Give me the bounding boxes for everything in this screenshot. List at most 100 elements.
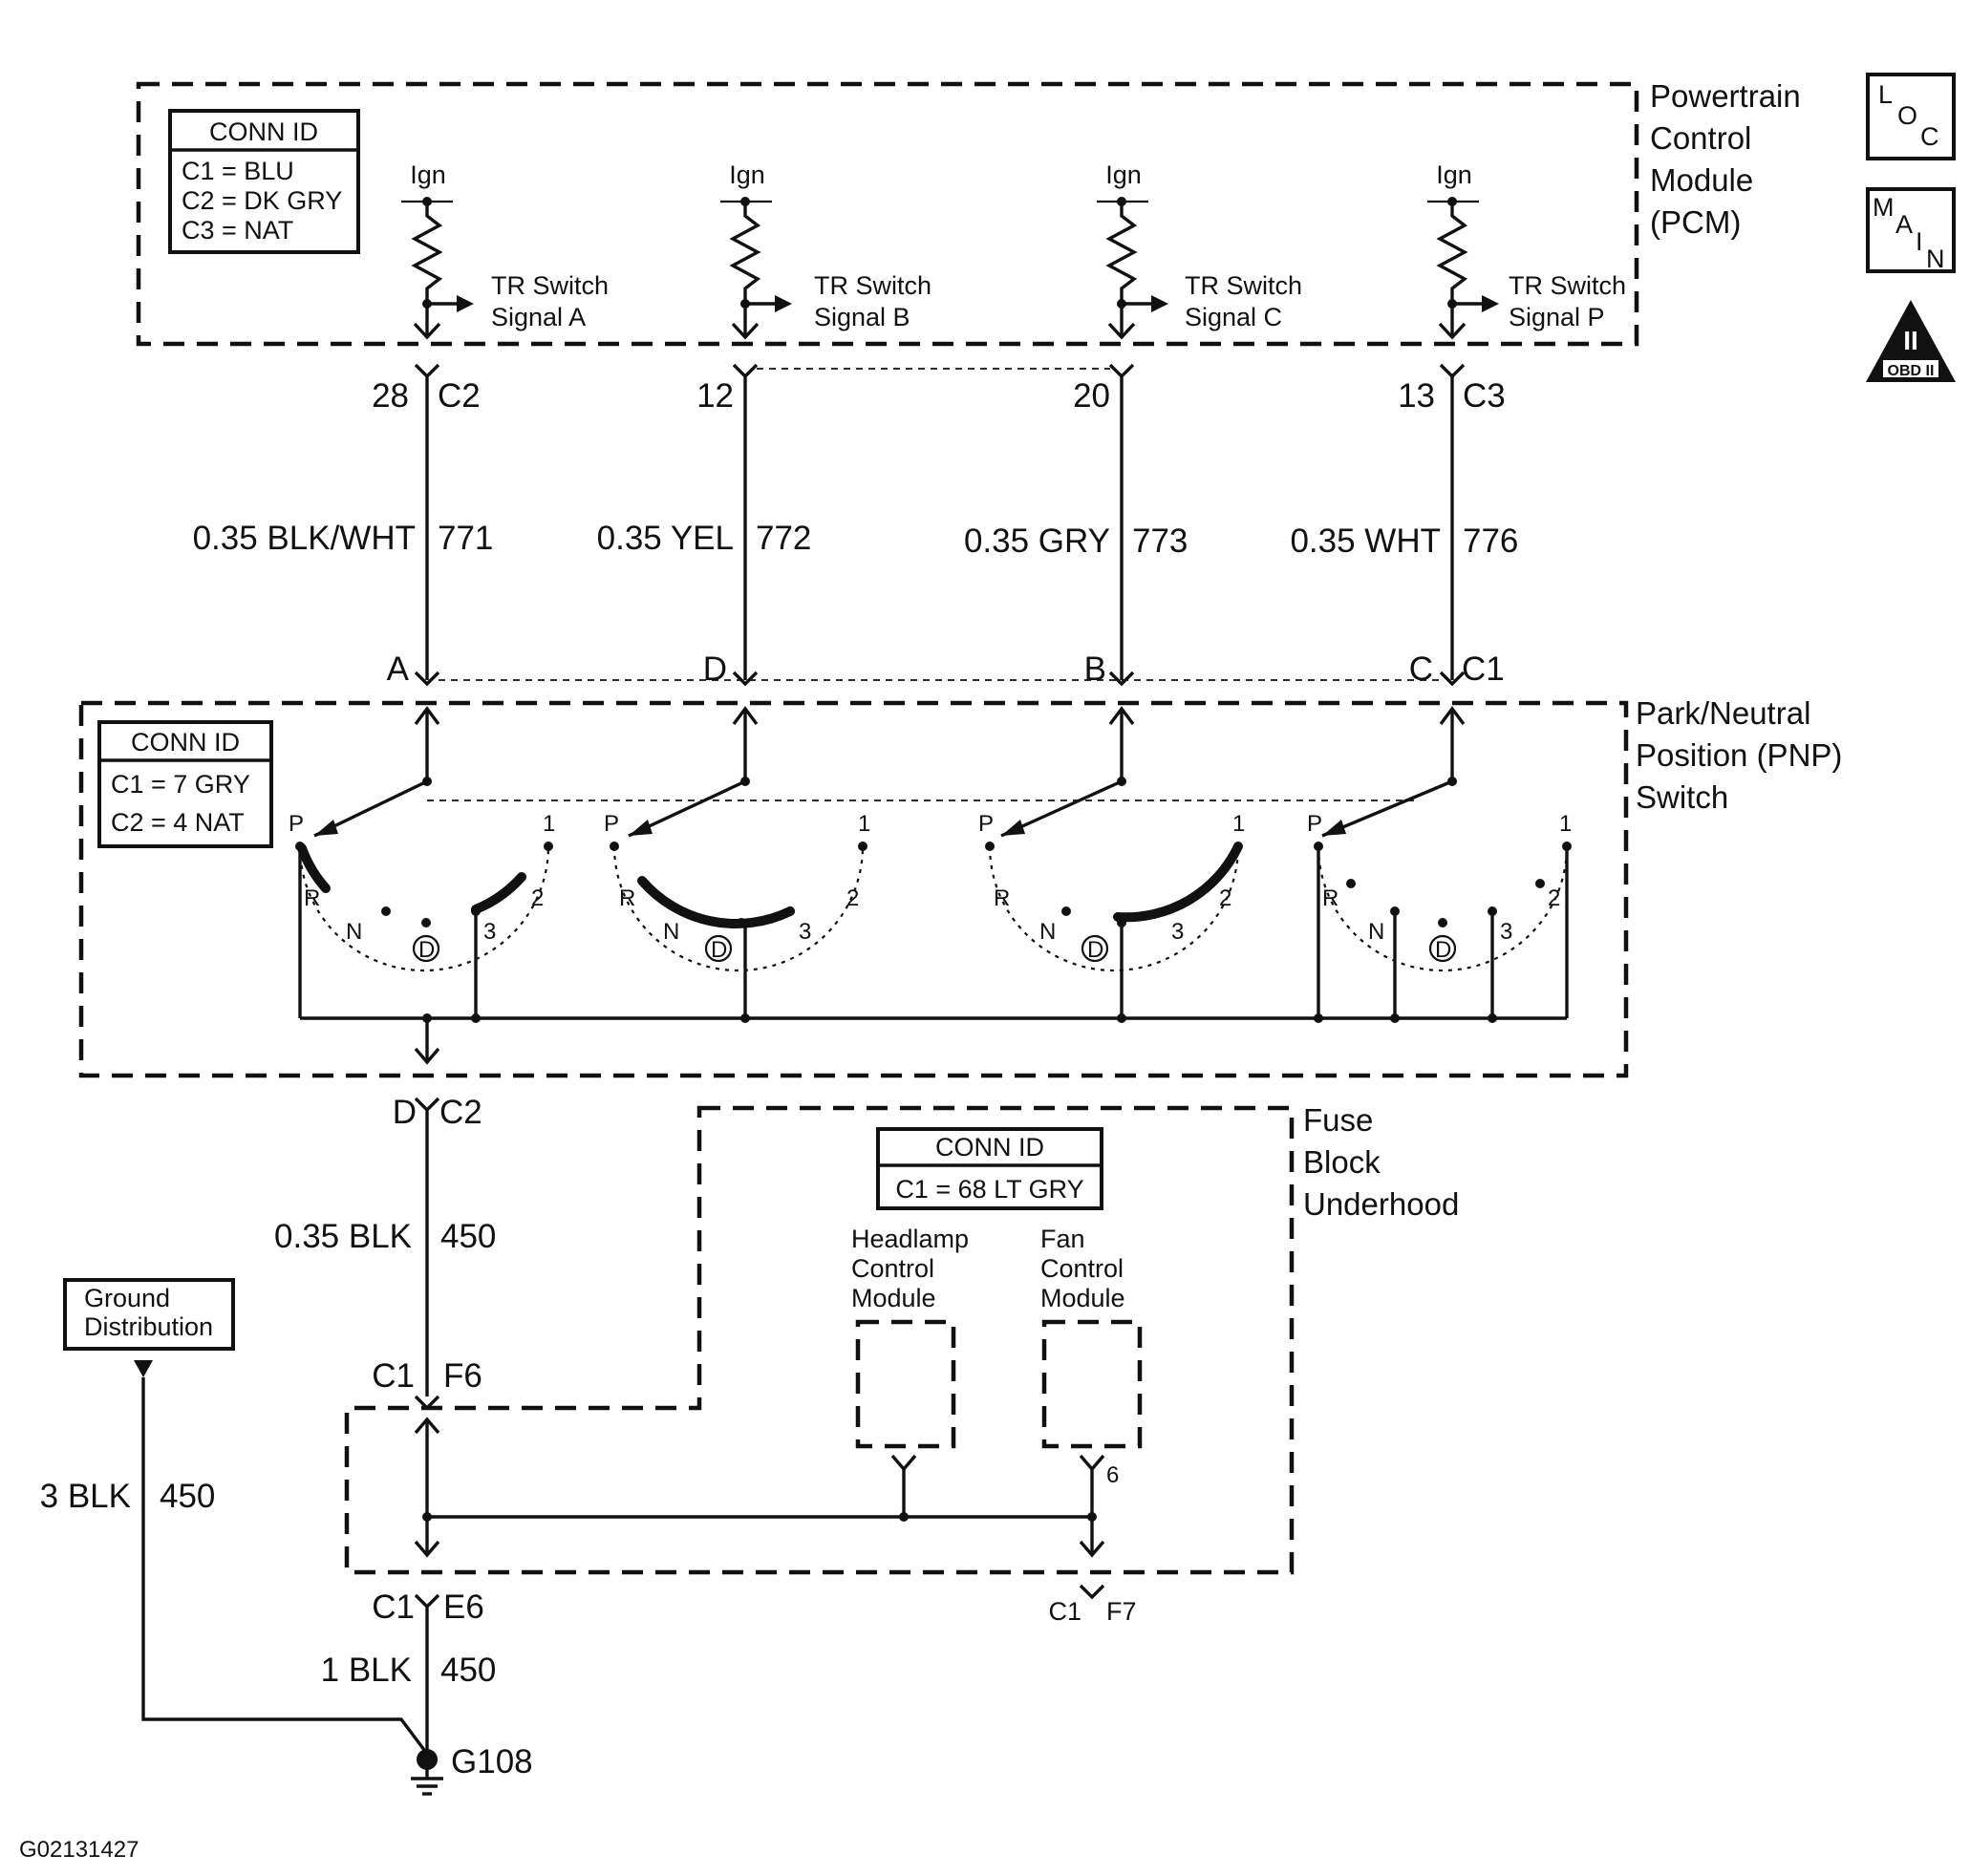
ign-label-a: Ign (410, 160, 446, 189)
pcm-conn-id-row-2: C2 = DK GRY (182, 186, 342, 215)
pnp-title-line-2: Position (PNP) (1636, 737, 1842, 773)
svg-text:1: 1 (543, 811, 555, 837)
pnp-switch-boundary (78, 700, 1629, 1078)
svg-text:P: P (1307, 811, 1322, 837)
fuse-out-conn-c1: C1 (372, 1588, 415, 1626)
fuse-fan-out-conn-c1: C1 (1048, 1597, 1081, 1626)
ground-conn-c2: C2 (439, 1094, 482, 1131)
wire-772-circuit: 772 (756, 520, 811, 557)
signal-c-line-2: Signal C (1185, 303, 1282, 331)
headlamp-line-2: Control (851, 1254, 934, 1283)
pnp-conn-id-table: CONN ID C1 = 7 GRY C2 = 4 NAT (97, 720, 273, 848)
svg-text:D: D (711, 937, 727, 963)
wire-771-spec: 0.35 BLK/WHT (193, 520, 416, 557)
pcm-conn-id-row-3: C3 = NAT (182, 216, 293, 245)
wire-773-circuit: 773 (1132, 522, 1188, 560)
pnp-switch-c: P R N D 3 2 1 (978, 779, 1245, 1018)
pcm-title-line-1: Powertrain (1650, 78, 1801, 114)
svg-text:D: D (418, 937, 435, 963)
ground-wire-final: 1 BLK 450 (321, 1607, 496, 1758)
svg-text:2: 2 (531, 885, 544, 911)
obd-ii-icon: II OBD II (1866, 300, 1956, 382)
pcm-pin-20: 20 (1073, 377, 1110, 415)
pnp-title: Park/Neutral Position (PNP) Switch (1636, 695, 1842, 815)
svg-text:P: P (978, 811, 994, 837)
pnp-conn-id-header: CONN ID (131, 728, 240, 757)
svg-text:2: 2 (1219, 885, 1231, 911)
fuse-out-pin-e6: E6 (443, 1588, 484, 1626)
pcm-conn-id-table: CONN ID C1 = BLU C2 = DK GRY C3 = NAT (168, 109, 360, 254)
svg-text:II: II (1903, 326, 1918, 355)
svg-text:P: P (604, 811, 619, 837)
fuse-fan-out-pin-f7: F7 (1106, 1597, 1137, 1626)
svg-text:L: L (1878, 80, 1893, 109)
fan-line-1: Fan (1040, 1225, 1085, 1253)
signal-a-line-2: Signal A (491, 303, 586, 331)
pcm-title: Powertrain Control Module (PCM) (1650, 78, 1801, 240)
fuse-in-conn-c1: C1 (372, 1357, 415, 1395)
ground-dist-wire-spec: 3 BLK (40, 1478, 131, 1515)
pcm-pin-13: 13 (1398, 377, 1435, 415)
pnp-pin-a: A (387, 650, 410, 688)
fan-pin-6: 6 (1106, 1462, 1119, 1488)
pnp-pin-d: D (703, 650, 727, 688)
pcm-conn-id-row-1: C1 = BLU (182, 157, 294, 185)
pnp-conn-id-row-2: C2 = 4 NAT (111, 808, 245, 837)
final-wire-circuit: 450 (440, 1652, 496, 1689)
headlamp-line-1: Headlamp (851, 1225, 969, 1253)
pcm-conn-id-header: CONN ID (209, 117, 318, 146)
pnp-connector-pins: A D B C C1 (387, 650, 1505, 688)
svg-text:3: 3 (1171, 919, 1184, 945)
svg-text:R: R (994, 885, 1010, 911)
svg-text:D: D (1435, 937, 1451, 963)
ign-label-c: Ign (1105, 160, 1142, 189)
signal-wires: 0.35 BLK/WHT 771 0.35 YEL 772 0.35 GRY 7… (193, 376, 1518, 680)
fuse-block-title: Fuse Block Underhood (1303, 1102, 1459, 1222)
fuse-block-conn-id-row-1: C1 = 68 LT GRY (895, 1175, 1083, 1204)
fuse-block-title-line-1: Fuse (1303, 1102, 1373, 1138)
fuse-block-conn-id-table: CONN ID C1 = 68 LT GRY (876, 1127, 1103, 1210)
svg-text:3: 3 (799, 919, 811, 945)
pcm-title-line-2: Control (1650, 120, 1751, 156)
ground-wire-pnp: D C2 0.35 BLK 450 (274, 1094, 496, 1396)
pnp-pin-c: C (1409, 650, 1433, 688)
final-wire-spec: 1 BLK (321, 1652, 412, 1689)
pcm-conn-c2: C2 (438, 377, 481, 415)
pcm-pin-12: 12 (696, 377, 734, 415)
headlamp-line-3: Module (851, 1284, 936, 1312)
svg-text:R: R (304, 885, 320, 911)
fuse-block-boundary (344, 1105, 1295, 1575)
pnp-common-bus (300, 1013, 1567, 1065)
ground-wire-circuit: 450 (440, 1218, 496, 1255)
fuse-block-title-line-3: Underhood (1303, 1186, 1459, 1222)
pcm-circuit-a: Ign TR Switch Signal A (401, 160, 609, 340)
signal-p-line-2: Signal P (1509, 303, 1605, 331)
svg-text:3: 3 (483, 919, 496, 945)
fan-line-2: Control (1040, 1254, 1124, 1283)
pnp-title-line-1: Park/Neutral (1636, 695, 1810, 731)
ground-dist-line-2: Distribution (84, 1312, 213, 1341)
svg-text:N: N (1039, 919, 1056, 945)
fuse-block-wiring: C1 F6 C1 E6 C1 F7 (372, 1357, 1136, 1626)
main-icon: M A I N (1866, 187, 1956, 273)
pnp-conn-id-row-1: C1 = 7 GRY (111, 770, 250, 799)
svg-text:N: N (663, 919, 679, 945)
ground-distribution: Ground Distribution 3 BLK 450 (40, 1278, 429, 1756)
svg-text:I: I (1916, 227, 1923, 256)
svg-text:R: R (1322, 885, 1338, 911)
ign-label-p: Ign (1436, 160, 1472, 189)
pcm-conn-c3: C3 (1463, 377, 1506, 415)
svg-text:3: 3 (1500, 919, 1512, 945)
pcm-pin-28: 28 (372, 377, 409, 415)
pnp-switch-p: P R N D 3 2 1 (1307, 779, 1572, 1018)
ground-dist-wire-circuit: 450 (160, 1478, 215, 1515)
svg-text:2: 2 (846, 885, 859, 911)
svg-text:N: N (1368, 919, 1384, 945)
svg-text:N: N (1926, 245, 1945, 273)
fuse-block-conn-id-header: CONN ID (935, 1133, 1044, 1162)
pcm-boundary (136, 81, 1639, 347)
ground-wire-spec: 0.35 BLK (274, 1218, 412, 1255)
svg-text:M: M (1873, 193, 1895, 222)
ground-g108-icon: G108 (411, 1743, 533, 1796)
pnp-conn-c1: C1 (1462, 650, 1505, 688)
